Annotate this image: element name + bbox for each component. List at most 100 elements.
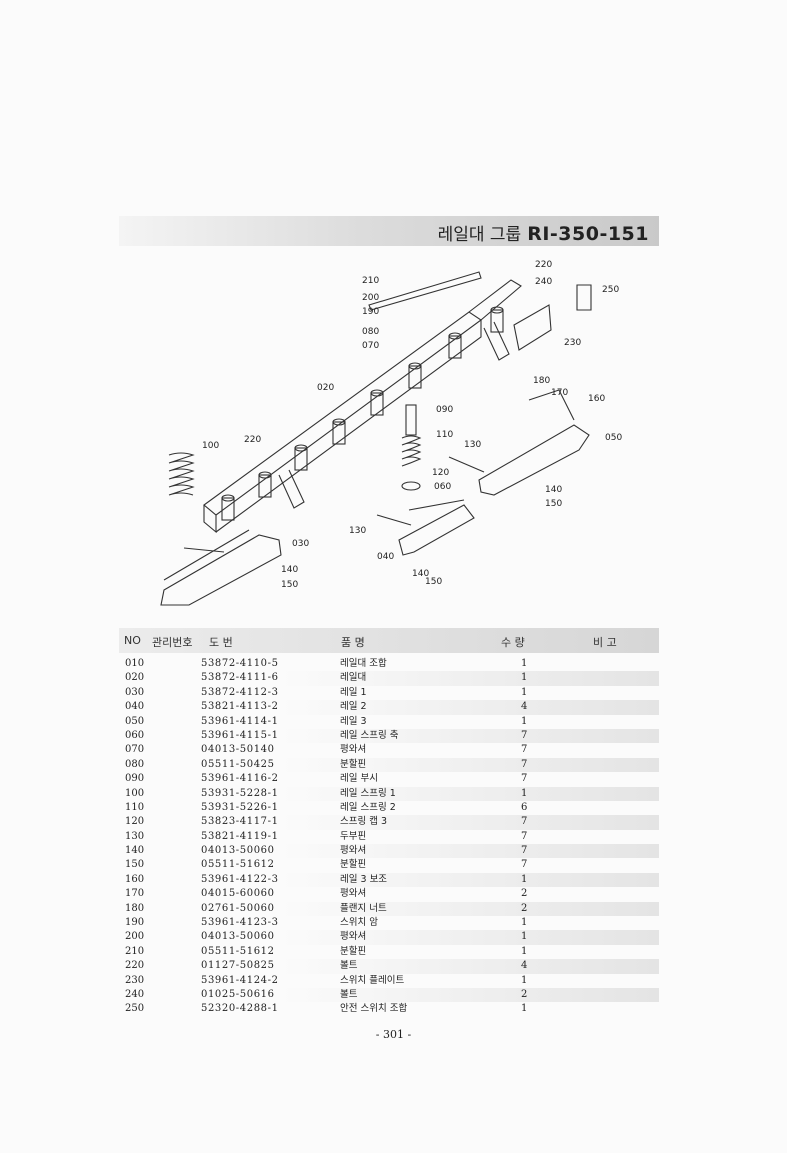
row-no: 120 xyxy=(125,816,145,828)
row-name: 스프링 캡 3 xyxy=(340,816,388,828)
row-no: 220 xyxy=(125,960,145,972)
row-qty: 7 xyxy=(521,758,528,770)
row-name: 평와셔 xyxy=(340,744,367,756)
row-name: 분할핀 xyxy=(340,945,367,957)
callout: 200 xyxy=(362,293,379,303)
row-qty: 7 xyxy=(521,816,528,828)
row-no: 010 xyxy=(125,658,145,669)
row-qty: 1 xyxy=(521,658,528,669)
row-no: 140 xyxy=(125,845,145,857)
row-name: 레일대 조합 xyxy=(340,658,387,669)
row-name: 볼트 xyxy=(340,988,358,1000)
rail-posts xyxy=(221,306,504,521)
row-no: 020 xyxy=(125,672,145,684)
row-no: 170 xyxy=(125,888,145,900)
row-qty: 1 xyxy=(521,917,528,929)
row-name: 볼트 xyxy=(340,960,358,972)
part-code: RI-350-151 xyxy=(527,223,649,245)
row-drawing: 04015-60060 xyxy=(201,888,275,900)
row-qty: 1 xyxy=(521,686,528,698)
row-drawing: 53961-4123-3 xyxy=(201,917,279,929)
row-drawing: 53821-4113-2 xyxy=(201,701,279,713)
table-row: 030 53872-4112-3 레일 1 1 xyxy=(119,686,659,700)
row-no: 090 xyxy=(125,773,145,785)
rail-2 xyxy=(398,504,475,556)
row-qty: 6 xyxy=(521,801,528,813)
callout: 070 xyxy=(362,341,379,351)
table-header: NO 관리번호 도 번 품 명 수 량 비 고 xyxy=(119,628,659,653)
row-drawing: 53823-4117-1 xyxy=(201,816,279,828)
callout: 040 xyxy=(377,552,394,562)
row-drawing: 04013-50140 xyxy=(201,744,275,756)
row-drawing: 52320-4288-1 xyxy=(201,1003,279,1015)
header-name: 품 명 xyxy=(341,636,365,649)
header-note: 비 고 xyxy=(593,636,617,649)
rail-1 xyxy=(160,534,282,606)
row-name: 레일 1 xyxy=(340,686,367,698)
row-no: 040 xyxy=(125,701,145,713)
row-qty: 7 xyxy=(521,729,528,741)
callout: 160 xyxy=(588,394,605,404)
row-drawing: 53931-5228-1 xyxy=(201,787,279,799)
row-name: 레일 2 xyxy=(340,701,367,713)
row-qty: 7 xyxy=(521,744,528,756)
row-name: 레일 3 xyxy=(340,715,367,727)
row-name: 평와셔 xyxy=(340,931,367,943)
row-drawing: 53872-4112-3 xyxy=(201,686,279,698)
row-no: 060 xyxy=(125,729,145,741)
row-qty: 2 xyxy=(521,902,528,914)
row-no: 240 xyxy=(125,988,145,1000)
callout: 120 xyxy=(432,468,449,478)
table-row: 120 53823-4117-1 스프링 캡 3 7 xyxy=(119,815,659,830)
spring-100 xyxy=(168,452,195,496)
row-drawing: 53821-4119-1 xyxy=(201,830,279,842)
callout: 130 xyxy=(349,526,366,536)
row-drawing: 53872-4110-5 xyxy=(201,658,279,669)
callout: 140 xyxy=(281,565,298,575)
row-qty: 7 xyxy=(521,830,528,842)
row-drawing: 05511-51612 xyxy=(201,859,275,871)
row-drawing: 53872-4111-6 xyxy=(201,672,279,684)
row-qty: 7 xyxy=(521,773,528,785)
callout: 090 xyxy=(436,405,453,415)
callout: 130 xyxy=(464,440,481,450)
callout: 140 xyxy=(412,569,429,579)
row-no: 100 xyxy=(125,787,145,799)
row-qty: 1 xyxy=(521,672,528,684)
table-row: 010 53872-4110-5 레일대 조합 1 xyxy=(119,657,659,671)
callout: 250 xyxy=(602,285,619,295)
row-drawing: 04013-50060 xyxy=(201,931,275,943)
row-name: 안전 스위치 조합 xyxy=(340,1003,408,1015)
header-mgmt: 관리번호 xyxy=(152,636,193,649)
row-qty: 1 xyxy=(521,715,528,727)
row-no: 130 xyxy=(125,830,145,842)
callout: 110 xyxy=(436,430,453,440)
row-drawing: 53961-4124-2 xyxy=(201,974,279,986)
page-number: - 301 - xyxy=(375,1028,412,1041)
row-drawing: 01025-50616 xyxy=(201,988,275,1000)
header-no: NO xyxy=(124,634,141,647)
row-drawing: 53961-4116-2 xyxy=(201,773,279,785)
row-drawing: 02761-50060 xyxy=(201,902,275,914)
row-qty: 1 xyxy=(521,873,528,885)
row-no: 030 xyxy=(125,686,145,698)
row-no: 190 xyxy=(125,917,145,929)
callout: 020 xyxy=(317,383,334,393)
row-no: 150 xyxy=(125,859,145,871)
